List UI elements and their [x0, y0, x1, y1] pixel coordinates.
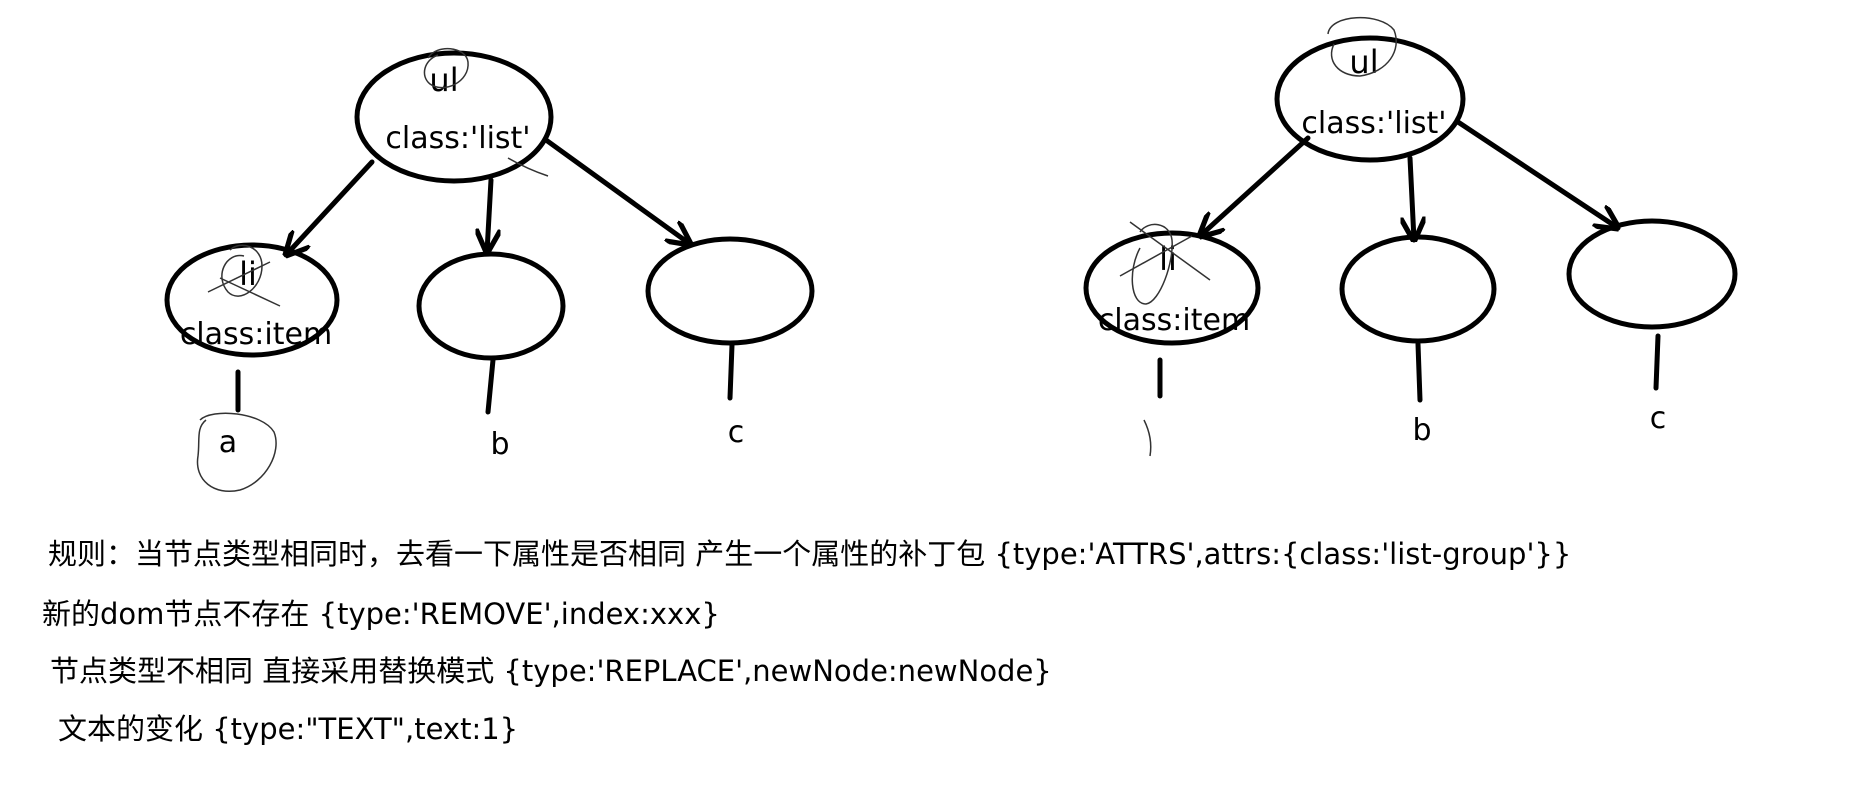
- old-child1-tag: li: [239, 255, 257, 293]
- new-child1-attr: class:item: [1098, 303, 1250, 338]
- old-root-node: ul class:'list': [354, 48, 554, 184]
- old-child-node-2: [416, 251, 566, 361]
- new-edge-root-child1: [1200, 135, 1311, 236]
- new-text-node-1-scribble: [1143, 419, 1152, 457]
- new-tree: ul class:'list' li class:item b c: [1083, 17, 1738, 457]
- old-child1-attr: class:item: [180, 317, 332, 352]
- new-edge-root-child3: [1455, 119, 1618, 228]
- old-edge-root-child3: [543, 137, 690, 244]
- new-root-attr: class:'list': [1301, 106, 1446, 141]
- old-edge-root-child1: [286, 159, 375, 255]
- old-root-tag: ul: [429, 61, 458, 99]
- new-child-node-2: [1339, 234, 1497, 344]
- new-child-node-1: li class:item: [1083, 221, 1261, 346]
- old-text-b: b: [490, 427, 509, 462]
- rule-attrs: 规则：当节点类型相同时，去看一下属性是否相同 产生一个属性的补丁包 {type:…: [48, 537, 1572, 571]
- old-edge-root-child2: [487, 177, 491, 252]
- new-edge-root-child2: [1410, 155, 1414, 240]
- old-child-node-1: li class:item: [164, 242, 340, 358]
- old-root-attr: class:'list': [385, 121, 530, 156]
- new-text-b: b: [1412, 413, 1431, 448]
- tree-diagram: ul class:'list' li class:item a b c: [164, 17, 1738, 492]
- new-child3-line: [1653, 333, 1661, 391]
- new-text-c: c: [1650, 401, 1667, 436]
- rule-remove: 新的dom节点不存在 {type:'REMOVE',index:xxx}: [42, 597, 720, 631]
- old-text-node-1: a: [196, 412, 277, 492]
- old-child-node-3: [645, 236, 815, 346]
- old-child3-line: [727, 342, 735, 401]
- old-text-a: a: [219, 425, 237, 460]
- old-tree: ul class:'list' li class:item a b c: [164, 48, 815, 492]
- new-root-node: ul class:'list': [1274, 17, 1466, 163]
- old-text-c: c: [728, 415, 745, 450]
- diff-rules: 规则：当节点类型相同时，去看一下属性是否相同 产生一个属性的补丁包 {type:…: [0, 520, 1874, 796]
- rule-text: 文本的变化 {type:"TEXT",text:1}: [58, 712, 519, 746]
- new-child2-line: [1415, 341, 1423, 403]
- new-child-node-3: [1566, 218, 1738, 330]
- old-child2-line: [485, 357, 496, 415]
- rule-replace: 节点类型不相同 直接采用替换模式 {type:'REPLACE',newNode…: [50, 654, 1052, 688]
